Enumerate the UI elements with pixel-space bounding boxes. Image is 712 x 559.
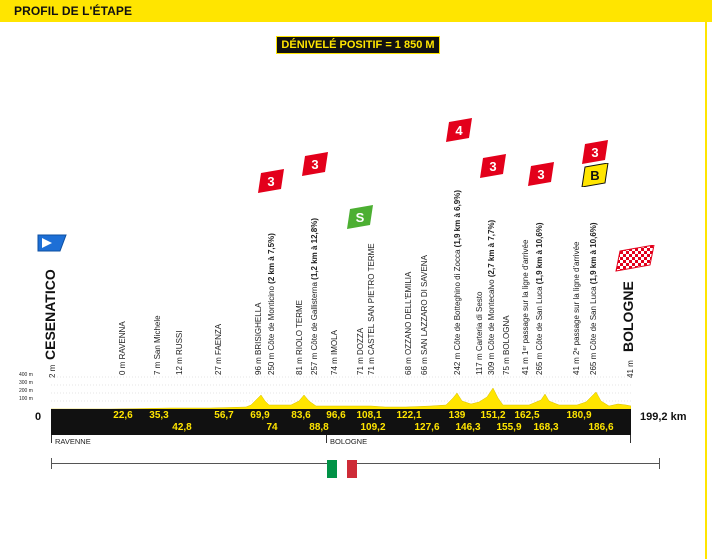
- climb-cat3-icon: 3: [480, 154, 506, 178]
- km-marker: 83,6: [291, 410, 311, 421]
- km-marker: 56,7: [214, 410, 234, 421]
- altitude-scale-label: 200 m: [19, 388, 33, 394]
- sprint-icon: S: [347, 205, 373, 229]
- km-marker: 109,2: [360, 422, 386, 433]
- altitude-scale-label: 100 m: [19, 396, 33, 402]
- km-marker: 186,6: [588, 422, 614, 433]
- finish-flag-icon: [615, 245, 655, 272]
- point-label: 68 m OZZANO DELL'EMILIA: [404, 271, 413, 375]
- km-marker: 22,6: [113, 410, 133, 421]
- climb-cat3-icon: 3: [258, 169, 284, 193]
- climb-label: 265 m Côte de San Luca (1,9 km à 10,6%): [535, 222, 544, 375]
- km-marker: 151,2: [480, 410, 506, 421]
- km-marker: 139: [448, 410, 466, 421]
- km-marker: 69,9: [250, 410, 270, 421]
- point-label: 96 m BRISIGHELLA: [254, 302, 263, 376]
- km-marker: 168,3: [533, 422, 559, 433]
- start-city: CESENATICO: [42, 269, 58, 360]
- km-marker: 88,8: [309, 422, 329, 433]
- km-marker: 108,1: [356, 410, 382, 421]
- climb-label: 242 m Côte de Botteghino di Zocca (1,9 k…: [453, 189, 462, 375]
- svg-text:S: S: [356, 210, 365, 225]
- km-start: 0: [35, 411, 42, 423]
- km-marker: 35,3: [149, 410, 169, 421]
- flag-stripe: [327, 460, 337, 478]
- timeline-tick: [326, 435, 327, 443]
- climb-label: 265 m Côte de San Luca (1,9 km à 10,6%): [589, 222, 598, 375]
- finish-city: BOLOGNE: [620, 281, 636, 352]
- bonus-icon: B: [581, 163, 609, 187]
- svg-text:3: 3: [591, 145, 598, 160]
- point-label: 66 m SAN LAZZARO DI SAVENA: [420, 255, 429, 375]
- km-marker: 180,9: [566, 410, 592, 421]
- climb-cat4-icon: 4: [446, 118, 472, 142]
- page-title: PROFIL DE L'ÉTAPE: [14, 4, 133, 18]
- point-label: 71 m CASTEL SAN PIETRO TERME: [367, 243, 376, 375]
- point-label: 41 m 2ᵉ passage sur la ligne d'arrivée: [572, 241, 581, 375]
- climb-label: 250 m Côte de Monticino (2 km à 7,5%): [267, 233, 276, 375]
- italy-flag-icon: [327, 460, 357, 478]
- point-label: 81 m RIOLO TERME: [295, 299, 304, 375]
- start-flag-icon: [37, 234, 67, 252]
- frame-border: [705, 22, 707, 559]
- climb-cat3-icon: 3: [302, 152, 328, 176]
- km-marker: 96,6: [326, 410, 346, 421]
- department-label: BOLOGNE: [330, 437, 368, 446]
- point-label: 0 m RAVENNA: [118, 321, 127, 375]
- km-marker: 42,8: [172, 422, 192, 433]
- km-end: 199,2 km: [640, 411, 687, 423]
- svg-text:4: 4: [455, 123, 463, 138]
- svg-text:3: 3: [489, 159, 496, 174]
- altitude-scale-label: 400 m: [19, 372, 33, 378]
- flag-stripe: [337, 460, 347, 478]
- km-marker: 122,1: [396, 410, 422, 421]
- svg-text:3: 3: [311, 157, 318, 172]
- flag-stripe: [347, 460, 357, 478]
- svg-text:3: 3: [537, 167, 544, 182]
- km-marker: 127,6: [414, 422, 440, 433]
- point-label: 41 m 1ᵉʳ passage sur la ligne d'arrivée: [521, 239, 530, 375]
- km-marker: 155,9: [496, 422, 522, 433]
- timeline-tick: [51, 435, 52, 443]
- km-marker: 162,5: [514, 410, 540, 421]
- km-marker: 146,3: [455, 422, 481, 433]
- timeline-tick: [630, 435, 631, 443]
- elevation-profile: [51, 376, 631, 410]
- climb-cat3-icon: 3: [582, 140, 608, 164]
- elevation-gain-badge: DÉNIVELÉ POSITIF = 1 850 M: [276, 36, 440, 54]
- header-bar: PROFIL DE L'ÉTAPE: [0, 0, 712, 22]
- climb-label: 309 m Côte de Montecalvo (2,7 km à 7,7%): [487, 219, 496, 375]
- department-label: RAVENNE: [55, 437, 91, 446]
- svg-text:B: B: [590, 168, 599, 183]
- km-marker: 74: [266, 422, 278, 433]
- point-label: 117 m Carteria di Sesto: [475, 291, 484, 375]
- svg-text:3: 3: [267, 174, 274, 189]
- point-label: 7 m San Michele: [153, 315, 162, 375]
- climb-cat3-icon: 3: [528, 162, 554, 186]
- altitude-scale-label: 300 m: [19, 380, 33, 386]
- distance-bar: 22,6 35,3 56,7 69,9 83,6 96,6 108,1 122,…: [51, 409, 631, 435]
- point-label: 75 m BOLOGNA: [502, 315, 511, 375]
- climb-label: 257 m Côte de Gallisterna (1,2 km à 12,8…: [310, 218, 319, 375]
